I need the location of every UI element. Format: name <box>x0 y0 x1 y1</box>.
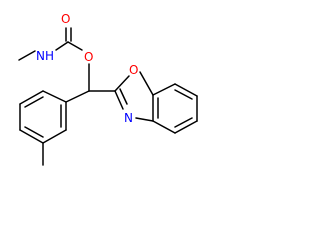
bond-n-carbonyl-c <box>55 41 69 51</box>
bond-phenyl-inner-b <box>24 126 44 138</box>
bond-c4-c3a <box>152 120 176 134</box>
bond-c2-n3-double-b <box>119 88 128 105</box>
carbamate-n-hydrogen: H <box>45 49 54 63</box>
molecule-svg: O NH O O N <box>18 12 198 166</box>
bond-c7a-c7 <box>152 83 176 96</box>
bond-ch-phenyl <box>65 90 90 103</box>
benzoxazole-nitrogen-label: N <box>124 111 133 125</box>
bond-phenyl-5-6 <box>42 129 67 144</box>
bond-benz-inner-c <box>174 117 193 128</box>
carbamate-nitrogen-label: NH <box>36 49 54 63</box>
carbamate-n-symbol: N <box>36 49 45 63</box>
ester-oxygen-label: O <box>84 50 93 64</box>
bond-c5-c4 <box>174 120 198 134</box>
bond-phenyl-2-3 <box>19 90 44 105</box>
bond-c2-o1 <box>114 75 130 92</box>
bond-phenyl-inner-a <box>24 96 44 108</box>
bond-o1-c7a <box>139 71 154 96</box>
bond-phenyl-4-5 <box>19 129 44 144</box>
benzoxazole-oxygen-label: O <box>129 63 138 77</box>
bond-n3-c3a <box>135 117 154 122</box>
bond-c2-n3-double-a <box>114 90 124 110</box>
carbonyl-oxygen-label: O <box>61 12 70 26</box>
bond-benz-inner-b <box>174 89 193 100</box>
molecule-structure-diagram: O NH O O N <box>0 0 208 178</box>
bond-c7-c6 <box>174 83 198 97</box>
bond-phenyl-1-2 <box>42 90 67 103</box>
bond-carbonyl-c-ester-o <box>67 41 83 51</box>
bond-methyl-n <box>18 50 36 61</box>
